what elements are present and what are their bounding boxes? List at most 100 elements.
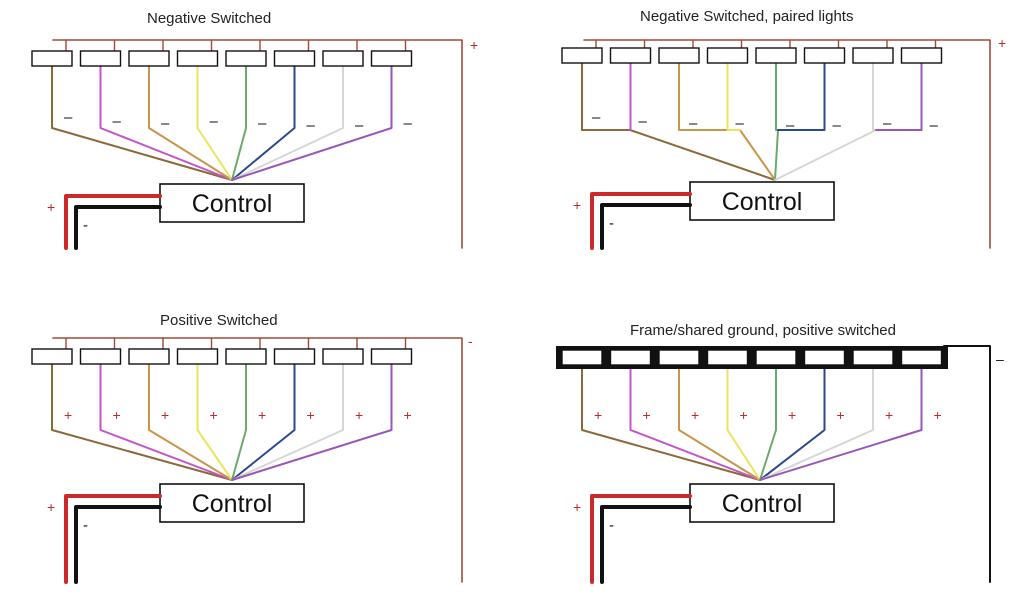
lamp-box [322, 50, 364, 67]
wire-polarity-sign: – [210, 113, 219, 130]
control-box [689, 483, 835, 523]
wire-tan [678, 364, 761, 481]
feed-negative-sign: - [609, 517, 614, 534]
wire-polarity-sign: – [258, 115, 267, 132]
lamp-box [609, 47, 652, 64]
wire-polarity-sign: + [740, 407, 748, 423]
panel-3: Positive Switched-++++++++Control+- [31, 312, 473, 584]
lamp-box [561, 349, 603, 366]
wire-polarity-sign: + [64, 407, 72, 423]
wire-green [231, 363, 247, 481]
lamp-box [658, 349, 700, 366]
wire-polarity-sign: + [113, 407, 121, 423]
lamp-box [273, 50, 316, 67]
wire-purple [875, 62, 923, 131]
wire-magenta [629, 364, 761, 481]
wire-polarity-sign: + [161, 407, 169, 423]
lamp-box [803, 349, 846, 366]
bus-polarity-sign: + [470, 37, 478, 53]
lamp-box [176, 348, 219, 365]
wire-polarity-sign: – [786, 117, 795, 134]
control-box [159, 183, 305, 223]
wire-polarity-sign: – [639, 113, 648, 130]
wire-green [759, 364, 777, 481]
lamp-box [900, 47, 943, 64]
wire-magenta [99, 65, 233, 181]
control-label: Control [722, 188, 803, 216]
bus-polarity-sign: – [996, 351, 1004, 367]
wire-polarity-sign: – [355, 117, 364, 134]
feed-positive-sign: + [47, 499, 55, 515]
wire-purple [759, 364, 923, 481]
wire-brown [51, 363, 233, 481]
wire-yellow [726, 62, 741, 131]
lamp-box [176, 50, 219, 67]
feed-negative-sign: - [609, 215, 614, 232]
wire-silver [759, 364, 874, 481]
wire-polarity-sign: + [837, 407, 845, 423]
wire-polarity-sign: + [355, 407, 363, 423]
power-feed-negative [600, 505, 692, 584]
wire-green [774, 62, 779, 181]
wire-polarity-sign: – [930, 117, 939, 134]
lamp-box [322, 348, 364, 365]
wire-tan [678, 62, 776, 181]
wire-brown [581, 62, 776, 181]
control-label: Control [192, 190, 273, 218]
wire-magenta [629, 62, 632, 131]
wire-polarity-sign: + [404, 407, 412, 423]
lamp-box [128, 348, 170, 365]
lamp-box [609, 349, 652, 366]
lamp-box [225, 50, 267, 67]
lamp-box [31, 348, 73, 365]
wire-polarity-sign: – [161, 115, 170, 132]
wire-magenta [99, 363, 233, 481]
power-feed-negative [74, 505, 162, 584]
lamp-box [706, 47, 749, 64]
wire-polarity-sign: + [210, 407, 218, 423]
wire-purple [231, 363, 393, 481]
power-feed-negative [600, 203, 692, 250]
lamp-box [79, 50, 122, 67]
feed-positive-sign: + [573, 499, 581, 515]
wire-purple [231, 65, 393, 181]
common-bus-wire [583, 39, 991, 249]
feed-negative-sign: - [83, 517, 88, 534]
wire-polarity-sign: + [934, 407, 942, 423]
wire-navy [231, 363, 296, 481]
lamp-box [128, 50, 170, 67]
wire-navy [231, 65, 296, 181]
ground-bar [556, 346, 948, 369]
lamp-box [31, 50, 73, 67]
wire-polarity-sign: + [691, 407, 699, 423]
wire-yellow [196, 65, 233, 181]
power-feed-positive [64, 494, 162, 584]
bus-polarity-sign: - [468, 333, 473, 349]
lamp-box [755, 349, 797, 366]
lamp-box [900, 349, 943, 366]
control-label: Control [722, 490, 803, 518]
lamp-box [706, 349, 749, 366]
power-feed-positive [590, 192, 692, 250]
lamp-box [658, 47, 700, 64]
lamp-box [852, 47, 894, 64]
bus-polarity-sign: + [998, 35, 1006, 51]
wire-polarity-sign: + [788, 407, 796, 423]
lamp-box [273, 348, 316, 365]
power-feed-negative [74, 205, 162, 250]
lamp-box [79, 348, 122, 365]
lamp-box [852, 349, 894, 366]
lamp-box [225, 348, 267, 365]
panel-title: Frame/shared ground, positive switched [630, 322, 896, 339]
common-bus-wire [52, 39, 463, 249]
panel-title: Positive Switched [160, 312, 278, 329]
wire-navy [777, 62, 826, 131]
wire-polarity-sign: – [307, 117, 316, 134]
wire-polarity-sign: + [643, 407, 651, 423]
wire-navy [759, 364, 826, 481]
wire-silver [231, 363, 344, 481]
wire-polarity-sign: + [885, 407, 893, 423]
wire-silver [231, 65, 344, 181]
feed-positive-sign: + [573, 197, 581, 213]
